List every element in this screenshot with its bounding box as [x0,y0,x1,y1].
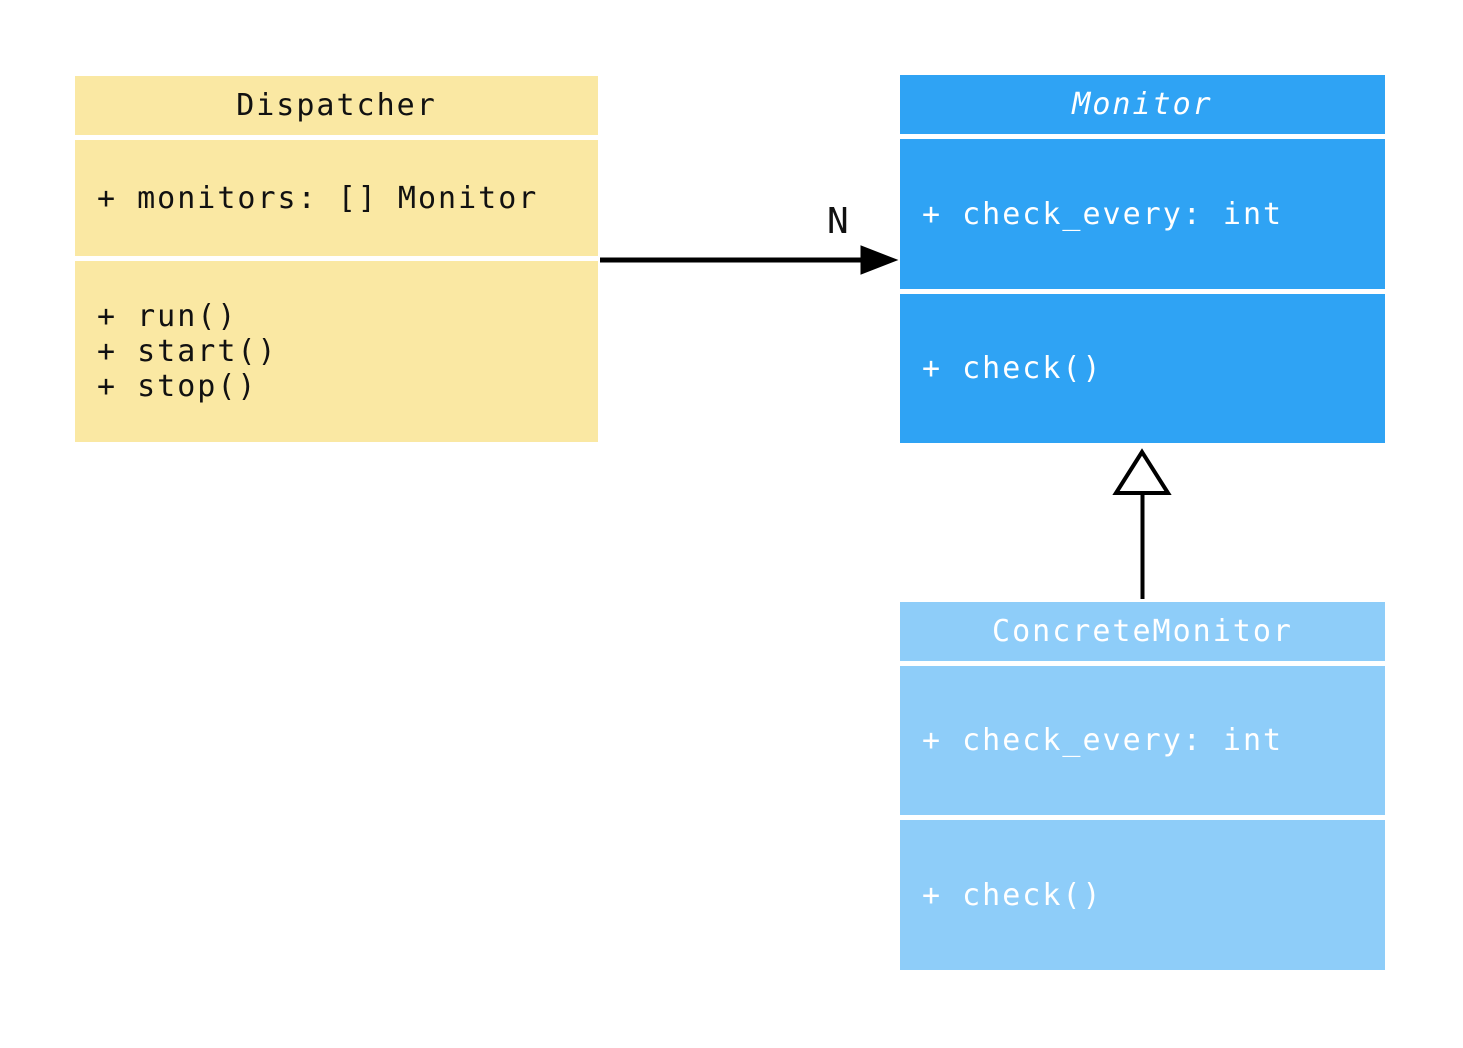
methods-compartment-dispatcher: + run() + start() + stop() [75,261,598,442]
method-text: + check() [922,351,1103,386]
association-arrowhead-icon [860,245,899,275]
class-name-dispatcher: Dispatcher [75,76,598,135]
attribute-text: + check_every: int [922,196,1284,232]
method-text: + start() [97,334,278,369]
attributes-compartment-monitor: + check_every: int [900,139,1385,289]
class-box-dispatcher: Dispatcher + monitors: [] Monitor + run(… [75,76,598,442]
method-text: + run() [97,299,238,334]
method-text: + stop() [97,369,258,404]
attribute-text: + check_every: int [922,723,1284,758]
class-box-monitor: Monitor + check_every: int + check() [900,75,1385,443]
method-text: + check() [922,877,1103,913]
attribute-text: + monitors: [] Monitor [97,180,539,216]
class-box-concretemonitor: ConcreteMonitor + check_every: int + che… [900,602,1385,970]
class-name-concretemonitor: ConcreteMonitor [900,602,1385,661]
inheritance-triangle-icon [1112,448,1172,495]
class-name-monitor: Monitor [900,75,1385,134]
attributes-compartment-dispatcher: + monitors: [] Monitor [75,140,598,256]
methods-compartment-concretemonitor: + check() [900,820,1385,970]
methods-compartment-monitor: + check() [900,294,1385,443]
multiplicity-label: N [827,201,849,242]
attributes-compartment-concretemonitor: + check_every: int [900,666,1385,815]
